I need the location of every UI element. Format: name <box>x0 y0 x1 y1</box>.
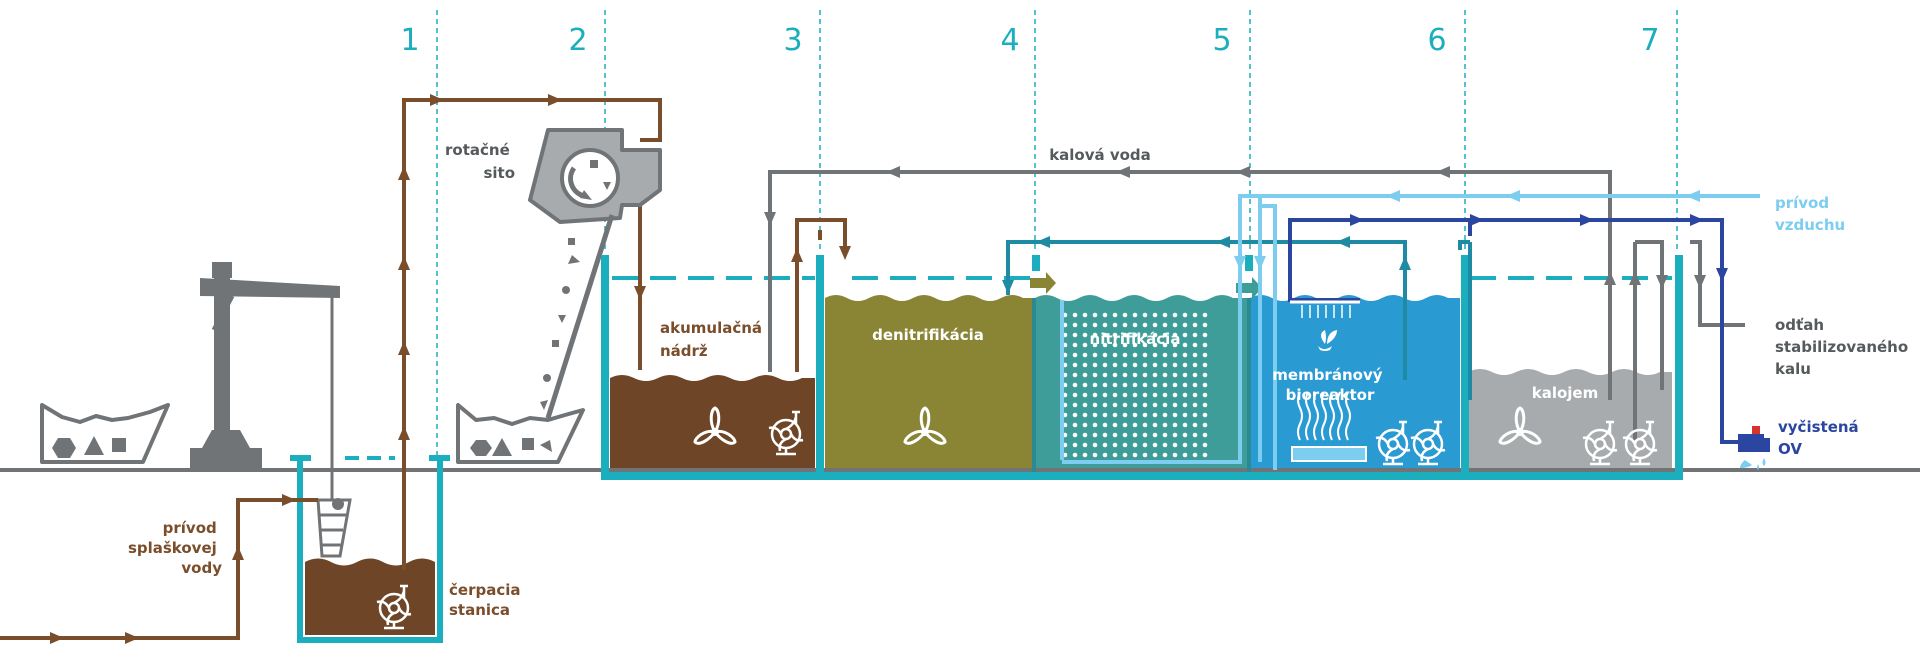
membrane-icon <box>1290 300 1367 462</box>
arrow-icon <box>1350 214 1728 282</box>
arrow-icon <box>791 246 851 262</box>
stage-number-2: 2 <box>568 23 587 58</box>
pump-station-label: čerpacia stanica <box>449 581 526 619</box>
stage-numbers: 1 2 3 4 5 6 7 <box>400 23 1659 58</box>
sludge-water-label: kalová voda <box>1049 146 1151 164</box>
faucet-icon <box>1738 426 1770 470</box>
denitrification-tank <box>825 295 1033 468</box>
rotary-screen <box>528 128 662 419</box>
treated-water-label: vyčistená OV <box>1778 418 1864 458</box>
stabilized-sludge-label: odťah stabilizovaného kalu <box>1775 316 1913 378</box>
stage-number-3: 3 <box>783 23 802 58</box>
debris-container-icon <box>456 403 585 464</box>
stage-number-7: 7 <box>1640 23 1659 58</box>
stage-number-6: 6 <box>1427 23 1446 58</box>
debris-container-icon <box>40 403 170 464</box>
tank-wall-divider <box>1032 298 1251 472</box>
denitrification-label: denitrifikácia <box>872 326 984 344</box>
sludge-tank-label: kalojem <box>1532 384 1599 402</box>
return-pipe <box>1006 240 1472 400</box>
crane-icon <box>190 262 340 500</box>
rotary-screen-label: rotačné sito <box>445 141 515 182</box>
arrow-icon <box>50 94 646 644</box>
stage-number-1: 1 <box>400 23 419 58</box>
arrow-icon <box>1234 190 1700 270</box>
mixer-icon <box>693 406 737 445</box>
membrane-bioreactor-label: membránový bioreaktor <box>1272 366 1387 404</box>
aeration-grid <box>1060 310 1210 458</box>
inflow-label: prívod splaškovej vody <box>128 519 222 577</box>
arrow-icon <box>764 166 1706 289</box>
labels: prívod splaškovej vody čerpacia stanica … <box>128 141 1913 619</box>
plant-icon <box>1318 330 1337 351</box>
stage-number-4: 4 <box>1000 23 1019 58</box>
arrow-icon <box>1002 236 1411 294</box>
pump-station <box>290 455 450 643</box>
nitrification-label: nitrifikácia <box>1090 330 1181 348</box>
overflow-marker <box>1030 255 1262 299</box>
stage-number-5: 5 <box>1212 23 1231 58</box>
pump-icon <box>376 410 1658 630</box>
tank-walls <box>601 255 1683 480</box>
membrane-bioreactor-tank <box>1250 295 1460 468</box>
mixer-icon <box>903 406 947 445</box>
mixer-icon <box>1498 406 1542 445</box>
sludge-tank <box>1468 369 1672 468</box>
recirculation-pipe <box>795 218 847 372</box>
accumulation-tank-label: akumulačná nádrž <box>660 319 767 360</box>
air-supply-pipe <box>1060 194 1760 470</box>
air-supply-label: prívod vzduchu <box>1775 194 1845 234</box>
